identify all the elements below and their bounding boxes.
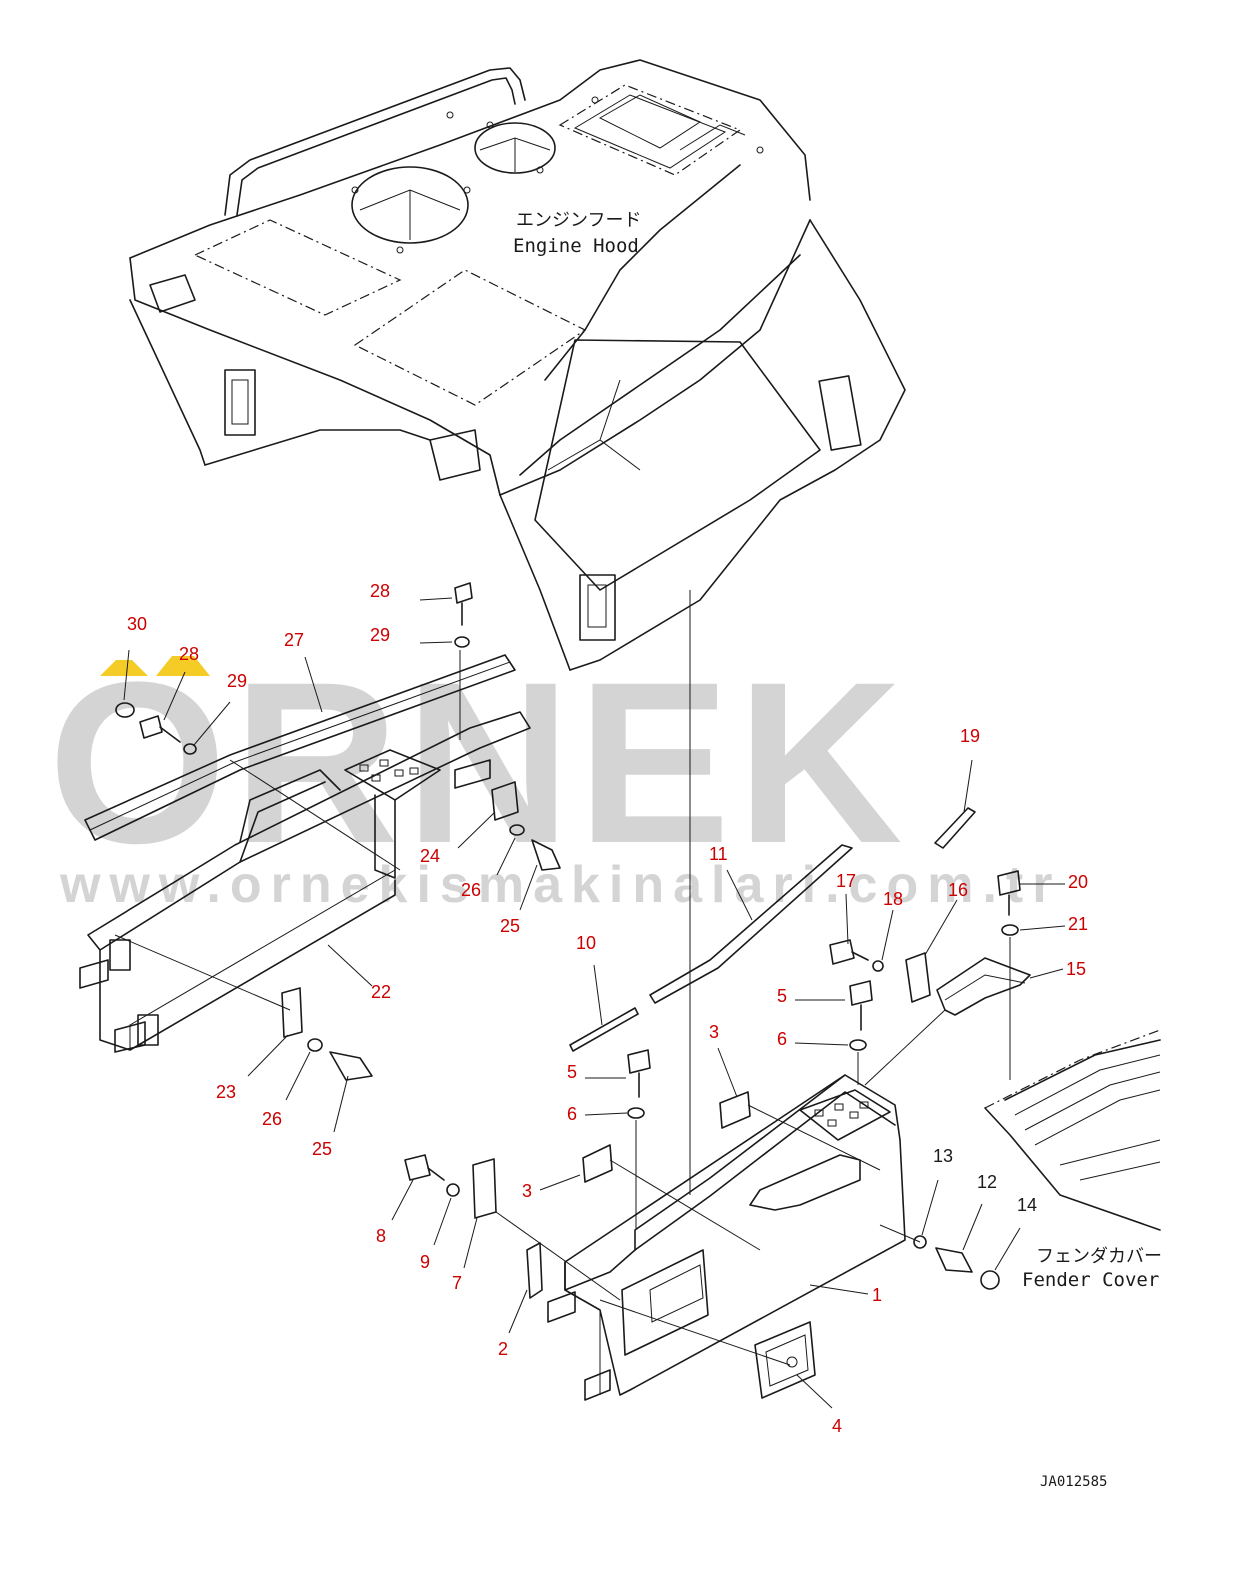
watermark-brand: ORNEK xyxy=(48,634,909,891)
callout-21: 21 xyxy=(1068,914,1088,934)
watermark-accent-right xyxy=(156,656,210,676)
callout-3-right: 3 xyxy=(709,1022,719,1042)
callout-4: 4 xyxy=(832,1416,842,1436)
right-bracket-assembly xyxy=(829,870,1031,1086)
callout-16: 16 xyxy=(948,880,968,900)
callout-26-lower: 26 xyxy=(262,1109,282,1129)
callout-10: 10 xyxy=(576,933,596,953)
callout-28-left: 28 xyxy=(179,644,199,664)
engine-hood-label-jp: エンジンフード xyxy=(516,210,641,231)
callout-18: 18 xyxy=(883,889,903,909)
callout-3-left: 3 xyxy=(522,1181,532,1201)
callout-28-top: 28 xyxy=(370,581,390,601)
callout-29-left: 29 xyxy=(227,671,247,691)
drawing-code: JA012585 xyxy=(1040,1474,1107,1490)
callout-9: 9 xyxy=(420,1252,430,1272)
fender-cover: フェンダカバー Fender Cover xyxy=(984,1029,1162,1291)
callout-14: 14 xyxy=(1017,1195,1037,1215)
callout-15: 15 xyxy=(1066,959,1086,979)
engine-hood: エンジンフード Engine Hood xyxy=(129,59,906,671)
callout-23: 23 xyxy=(216,1082,236,1102)
callout-6-left: 6 xyxy=(567,1104,577,1124)
fender-cover-label-jp: フェンダカバー xyxy=(1036,1246,1162,1267)
callout-30: 30 xyxy=(127,614,147,634)
callout-1: 1 xyxy=(872,1285,882,1305)
callout-17: 17 xyxy=(836,871,856,891)
fender-assembly xyxy=(404,980,1000,1401)
callouts: 30 28 29 27 28 29 24 26 25 22 23 26 25 1… xyxy=(127,581,1088,1436)
callout-25-upper: 25 xyxy=(500,916,520,936)
callout-12: 12 xyxy=(977,1172,997,1192)
callout-26-upper: 26 xyxy=(461,880,481,900)
fender-cover-label-en: Fender Cover xyxy=(1022,1269,1159,1291)
callout-25-lower: 25 xyxy=(312,1139,332,1159)
callout-29-top: 29 xyxy=(370,625,390,645)
callout-2: 2 xyxy=(498,1339,508,1359)
watermark-accent-left xyxy=(100,660,148,676)
callout-24: 24 xyxy=(420,846,440,866)
callout-20: 20 xyxy=(1068,872,1088,892)
callout-6-right: 6 xyxy=(777,1029,787,1049)
callout-22: 22 xyxy=(371,982,391,1002)
callout-8: 8 xyxy=(376,1226,386,1246)
left-frame-assembly xyxy=(79,582,561,1081)
strips xyxy=(569,807,976,1052)
callout-11: 11 xyxy=(709,844,728,864)
leader-lines xyxy=(123,597,1066,1409)
watermark: ORNEK www.ornekismakinalari.com.tr xyxy=(48,634,1061,914)
engine-hood-label-en: Engine Hood xyxy=(513,235,639,257)
callout-7: 7 xyxy=(452,1273,462,1293)
callout-27: 27 xyxy=(284,630,304,650)
callout-13: 13 xyxy=(933,1146,953,1166)
callout-5-right: 5 xyxy=(777,986,787,1006)
watermark-url: www.ornekismakinalari.com.tr xyxy=(59,856,1061,914)
callout-5-left: 5 xyxy=(567,1062,577,1082)
callout-19: 19 xyxy=(960,726,980,746)
